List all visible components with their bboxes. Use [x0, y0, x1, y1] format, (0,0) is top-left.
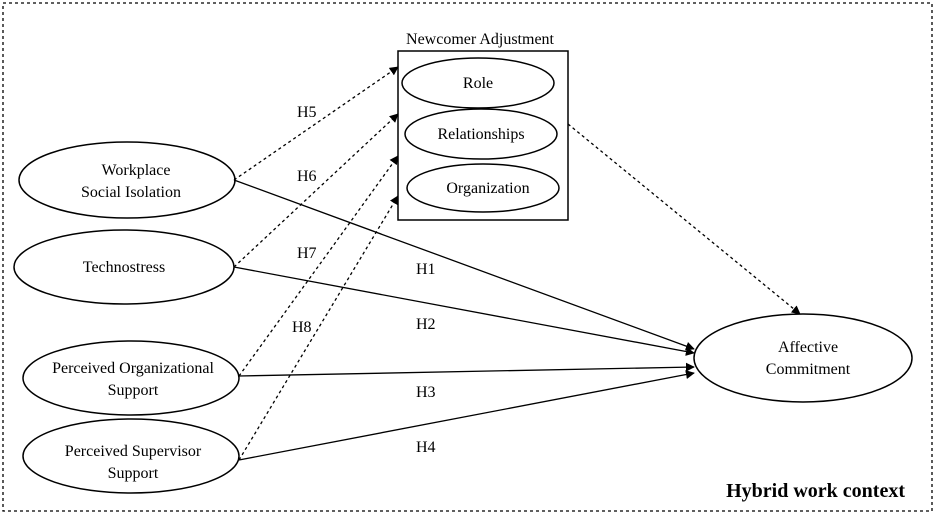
path-h8-arrow — [238, 195, 399, 461]
node-perceived-organizational-support — [22, 340, 240, 416]
path-h4-label: H4 — [416, 439, 436, 456]
mediator-title: Newcomer Adjustment — [406, 31, 555, 48]
path-h6-label: H6 — [297, 168, 317, 185]
mediator-organization-node — [406, 163, 560, 213]
mediator-relationships-node — [404, 108, 558, 160]
node-workplace-social-isolation-line2: Social Isolation — [81, 184, 181, 201]
path-h2-label: H2 — [416, 316, 436, 333]
node-technostress-label: Technostress — [83, 259, 165, 276]
mediator-role-node — [401, 57, 555, 109]
node-affective-commitment-line1: Affective — [778, 339, 838, 356]
path-h5-arrow — [233, 66, 399, 181]
mediator-organization-label: Organization — [446, 180, 529, 197]
node-affective-commitment — [693, 313, 913, 403]
node-perceived-supervisor-support — [22, 418, 240, 494]
path-h6-arrow — [233, 113, 399, 268]
path-mediator-to-outcome-arrow — [567, 123, 801, 315]
path-h5-label: H5 — [297, 104, 317, 121]
node-perceived-supervisor-support-line1: Perceived Supervisor — [65, 443, 202, 460]
node-affective-commitment-line2: Commitment — [766, 361, 851, 378]
path-h2-arrow — [233, 266, 695, 356]
node-workplace-social-isolation — [18, 141, 236, 219]
path-h3-label: H3 — [416, 384, 436, 401]
node-perceived-organizational-support-line1: Perceived Organizational — [52, 360, 214, 377]
path-h7-label: H7 — [297, 245, 317, 262]
path-h1-label: H1 — [416, 261, 436, 278]
context-label: Hybrid work context — [726, 480, 905, 502]
path-h1-arrow — [233, 179, 695, 351]
path-h3-arrow — [238, 362, 695, 377]
path-h4-arrow — [238, 370, 695, 461]
node-perceived-supervisor-support-line2: Support — [108, 465, 159, 482]
node-workplace-social-isolation-line1: Workplace — [102, 162, 171, 179]
mediator-role-label: Role — [463, 75, 493, 92]
mediator-relationships-label: Relationships — [437, 126, 524, 143]
path-h8-label: H8 — [292, 319, 312, 336]
node-perceived-organizational-support-line2: Support — [108, 382, 159, 399]
